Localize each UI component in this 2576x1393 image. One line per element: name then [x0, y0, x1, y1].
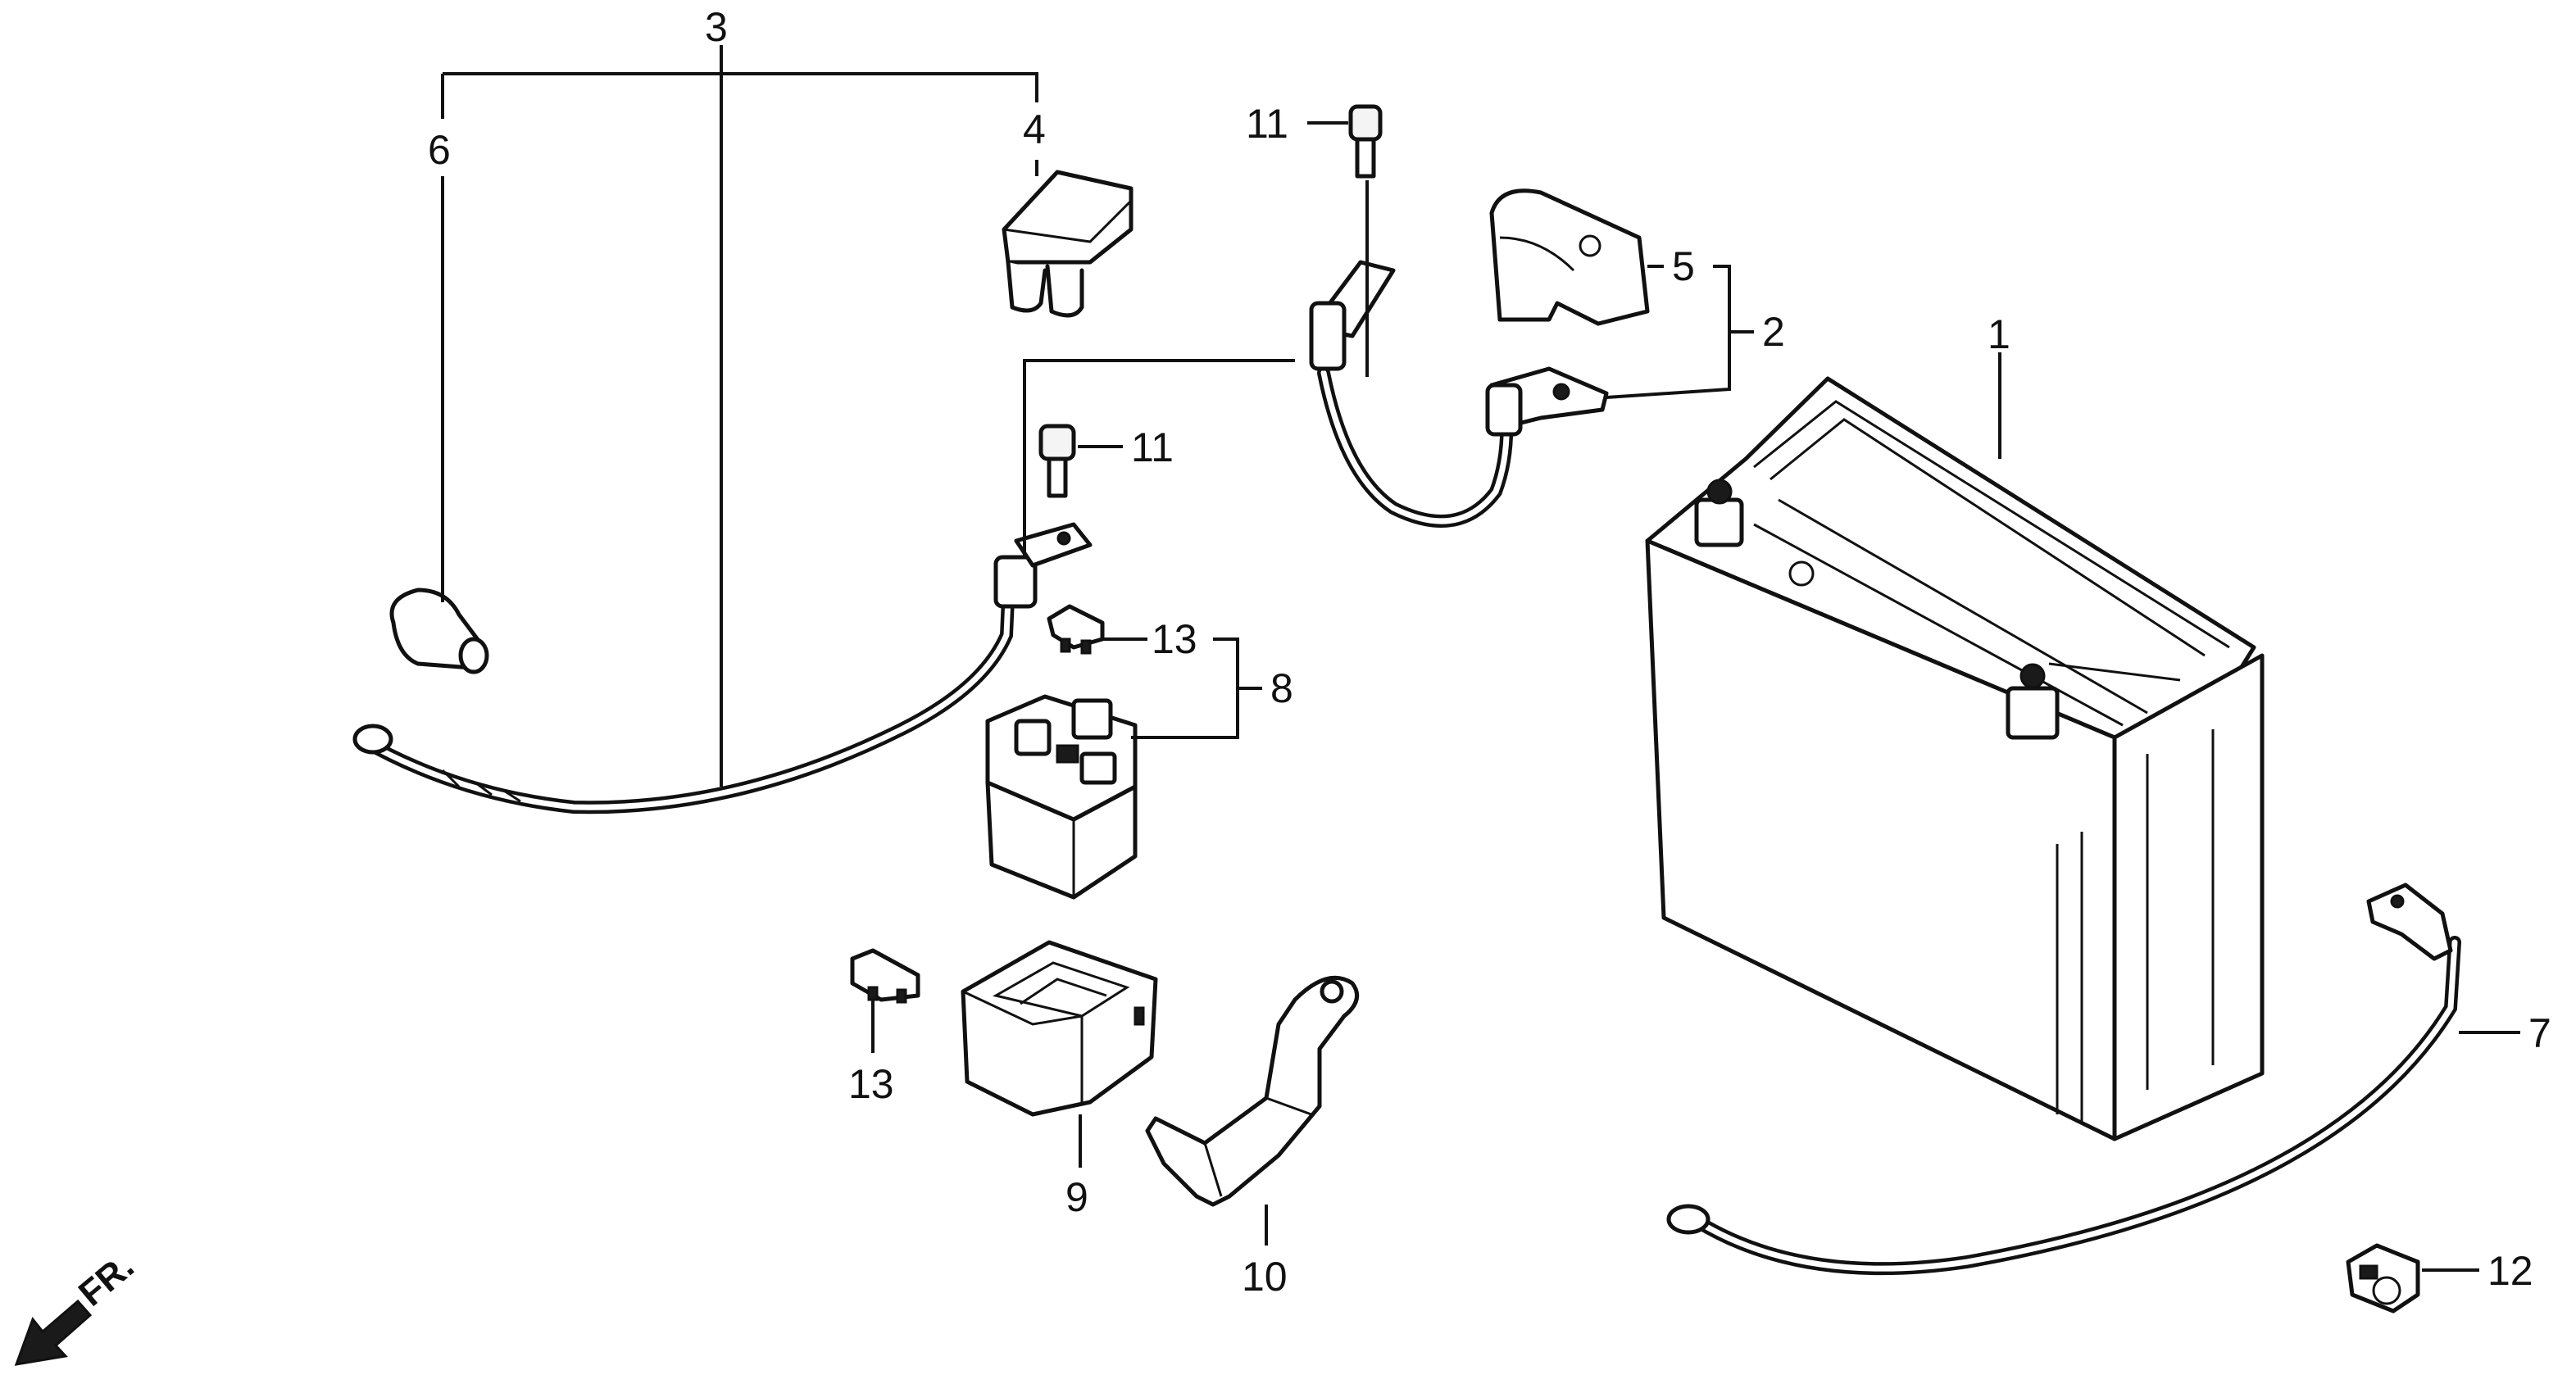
bolt-upper: [1348, 104, 1383, 179]
front-direction-indicator: FR.: [14, 1246, 142, 1366]
starter-relay: [985, 694, 1138, 900]
front-arrow-icon: [14, 1299, 93, 1366]
bolt-lower: [1038, 424, 1076, 498]
callout-2: 2: [1762, 309, 1785, 355]
leader-2: [1606, 265, 1731, 399]
callout-11-lower: 11: [1131, 424, 1174, 470]
callout-7: 7: [2528, 1010, 2551, 1056]
relay-case: [961, 940, 1158, 1117]
fuse-upper: [1047, 604, 1105, 655]
battery: [1645, 376, 2265, 1141]
callout-3: 3: [705, 4, 728, 50]
fuse-lower: [850, 948, 920, 1004]
mounting-bracket: [1145, 975, 1360, 1207]
callout-8: 8: [1270, 665, 1293, 711]
rubber-boot: [389, 588, 489, 674]
starter-cable: [352, 522, 1093, 814]
callout-13-upper: 13: [1152, 616, 1197, 662]
callout-1: 1: [1988, 311, 2010, 357]
callout-4: 4: [1023, 107, 1046, 152]
terminal-cap: [1002, 170, 1134, 318]
negative-cable: [1666, 883, 2461, 1276]
callout-11-upper: 11: [1246, 101, 1288, 147]
callout-10: 10: [1242, 1254, 1288, 1300]
leader-6-4: [443, 72, 1038, 102]
callout-12: 12: [2487, 1248, 2533, 1294]
terminal-cover: [1489, 188, 1650, 326]
callout-5: 5: [1672, 243, 1695, 289]
positive-cable: [1309, 260, 1609, 528]
terminal-nut: [2346, 1243, 2420, 1314]
callout-6: 6: [428, 127, 451, 173]
callout-9: 9: [1065, 1174, 1088, 1220]
callout-13-lower: 13: [848, 1061, 894, 1107]
